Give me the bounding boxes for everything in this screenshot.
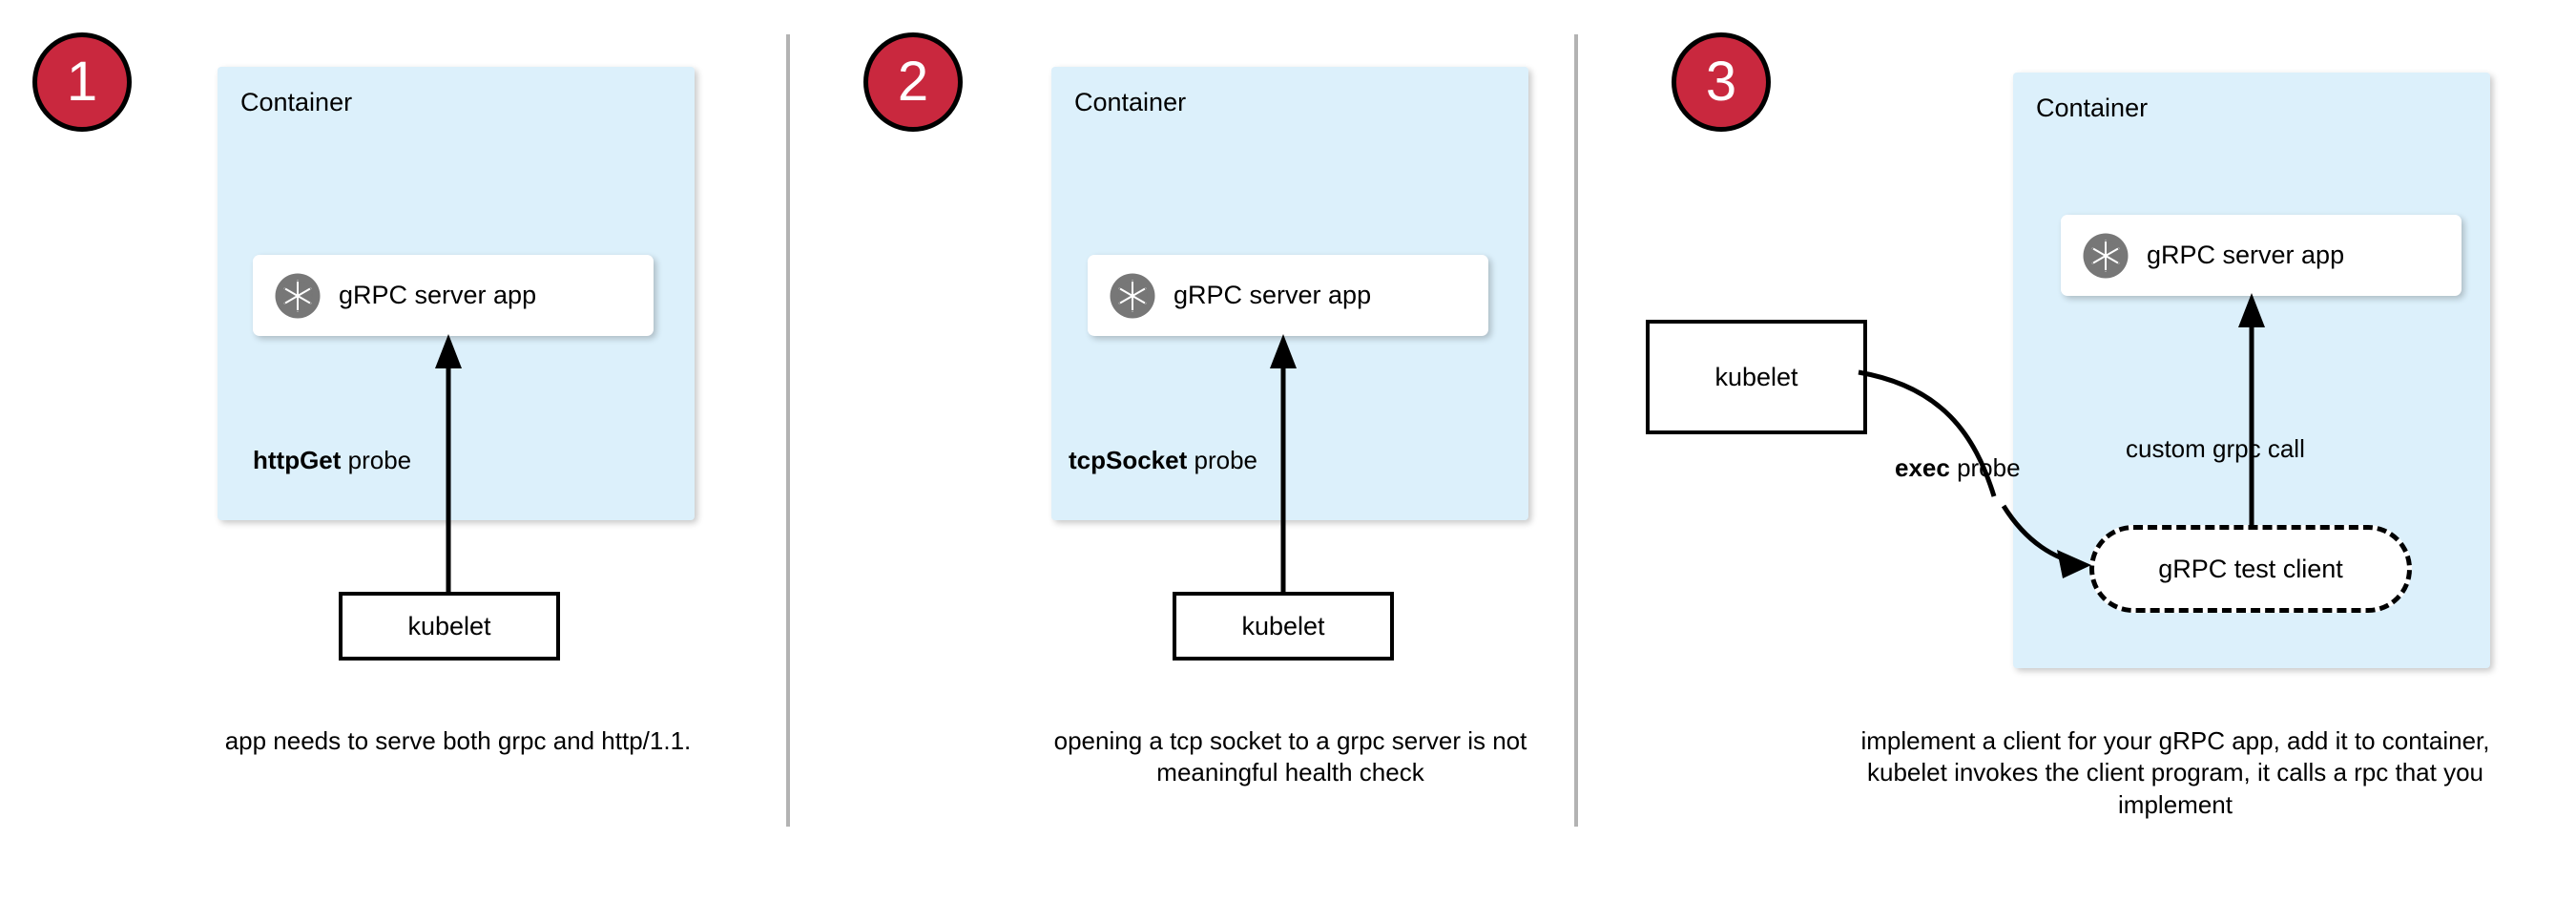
panel-2-container-label: Container	[1074, 88, 1187, 116]
panel-1-probe-label-bold: httpGet	[253, 446, 342, 474]
grpc-aperture-icon	[2082, 232, 2129, 280]
panel-2-kubelet-box: kubelet	[1173, 592, 1394, 661]
panel-3-kubelet-label: kubelet	[1714, 362, 1798, 391]
grpc-aperture-icon	[274, 272, 322, 320]
panel-1-probe-label-rest: probe	[341, 446, 412, 474]
panel-2-grpc-server-app-card: gRPC server app	[1088, 255, 1488, 336]
step-badge-3: 3	[1672, 32, 1771, 132]
panel-3-probe-label: exec probe	[1895, 453, 2021, 483]
panel-1-kubelet-label: kubelet	[407, 611, 491, 640]
panel-3-custom-call-label: custom grpc call	[2126, 434, 2305, 463]
panel-3-grpc-server-app-card: gRPC server app	[2061, 215, 2462, 296]
panel-3-probe-label-bold: exec	[1895, 453, 1950, 482]
panel-1-grpc-server-app-card: gRPC server app	[253, 255, 654, 336]
panel-1-grpc-server-app-label: gRPC server app	[339, 281, 537, 309]
panel-3-container-label: Container	[2036, 94, 2149, 122]
panel-divider-1	[786, 34, 790, 827]
panel-2-caption: opening a tcp socket to a grpc server is…	[1053, 726, 1527, 787]
panel-3-grpc-test-client-box: gRPC test client	[2089, 525, 2412, 613]
panel-1-container-label: Container	[240, 88, 353, 116]
panel-3-grpc-server-app-label: gRPC server app	[2147, 241, 2345, 269]
step-badge-1-number: 1	[66, 51, 98, 113]
step-badge-2-number: 2	[897, 51, 929, 113]
panel-3-kubelet-box: kubelet	[1646, 320, 1867, 434]
grpc-aperture-icon	[1109, 272, 1156, 320]
step-badge-2: 2	[863, 32, 963, 132]
panel-3-grpc-test-client-label: gRPC test client	[2158, 554, 2343, 583]
panel-3-caption: implement a client for your gRPC app, ad…	[1860, 726, 2490, 819]
panel-divider-2	[1574, 34, 1578, 827]
panel-3-probe-label-rest: probe	[1949, 453, 2021, 482]
step-badge-3-number: 3	[1705, 51, 1737, 113]
panel-2-grpc-server-app-label: gRPC server app	[1174, 281, 1372, 309]
panel-1-caption: app needs to serve both grpc and http/1.…	[224, 726, 692, 755]
panel-2-probe-label: tcpSocket probe	[1069, 446, 1257, 475]
panel-2-kubelet-label: kubelet	[1241, 611, 1325, 640]
panel-2-probe-label-bold: tcpSocket	[1069, 446, 1188, 474]
panel-1-probe-label: httpGet probe	[253, 446, 411, 475]
step-badge-1: 1	[32, 32, 132, 132]
panel-2-probe-label-rest: probe	[1187, 446, 1257, 474]
panel-1-kubelet-box: kubelet	[339, 592, 560, 661]
